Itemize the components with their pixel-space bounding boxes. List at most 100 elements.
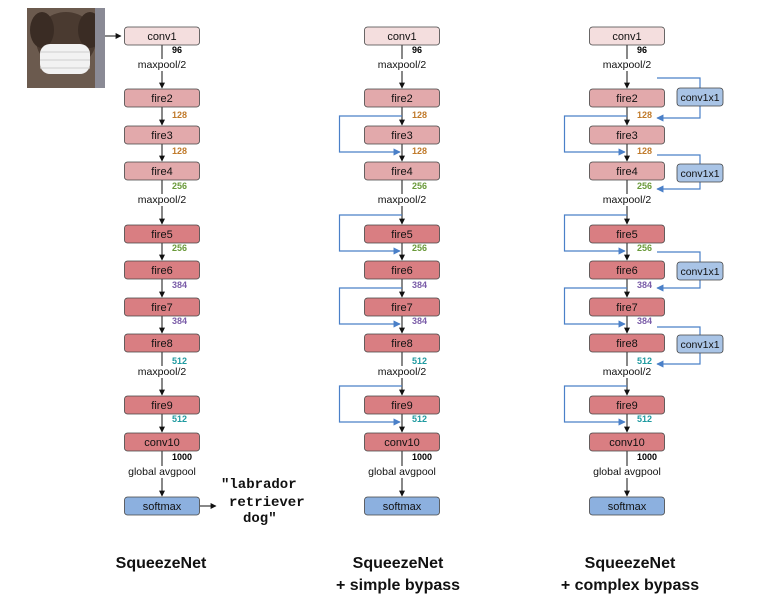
pool-label-bg [374,59,430,71]
block-conv1: conv1 [124,26,200,46]
block-rect [124,297,200,317]
block-softmax: softmax [364,496,440,516]
channel-label: 384 [412,280,427,290]
channel-label: 1000 [637,452,657,462]
pool-label: global avgpool [593,466,661,478]
block-label: fire5 [151,229,172,241]
conv1x1-label: conv1x1 [680,168,719,180]
block-rect [124,224,200,244]
pool-label: maxpool/2 [138,366,187,378]
caption-line: SqueezeNet [352,555,444,572]
block-conv10: conv10 [589,432,665,452]
channel-label: 384 [172,280,187,290]
channel-label: 128 [412,146,427,156]
block-label: fire6 [616,265,637,277]
complex-bypass-line [657,251,701,262]
simple-bypass-line [563,115,627,156]
block-label: softmax [143,501,182,513]
conv1x1-block: conv1x1 [676,163,724,183]
block-rect [589,125,665,145]
block-softmax: softmax [124,496,200,516]
block-rect [589,260,665,280]
pool-label-bg [118,466,206,478]
pool-label: maxpool/2 [603,194,652,206]
block-fire7: fire7 [364,297,440,317]
conv1x1-rect [676,261,724,281]
complex-bypass-line [657,154,701,164]
block-rect [124,432,200,452]
block-conv1: conv1 [589,26,665,46]
block-label: fire3 [391,130,412,142]
block-label: softmax [383,501,422,513]
block-conv10: conv10 [124,432,200,452]
caption-line: SqueezeNet [115,555,207,572]
simple-bypass-line [563,287,627,328]
pool-label-bg [134,194,190,206]
block-rect [364,125,440,145]
block-fire4: fire4 [589,161,665,181]
block-rect [589,432,665,452]
simple-bypass-line [338,214,402,255]
simple-bypass-line [338,115,402,156]
channel-label: 512 [412,356,427,366]
block-label: fire5 [616,229,637,241]
pool-label-bg [374,194,430,206]
complex-bypass-line [656,353,701,368]
channel-label: 96 [172,45,182,55]
block-fire4: fire4 [124,161,200,181]
channel-label: 128 [637,146,652,156]
block-label: fire7 [151,302,172,314]
output-label-line: dog" [243,511,277,527]
block-rect [364,297,440,317]
channel-label: 256 [172,243,187,253]
block-label: fire2 [391,93,412,105]
block-fire7: fire7 [589,297,665,317]
block-rect [124,125,200,145]
pool-label: maxpool/2 [603,366,652,378]
channel-label: 256 [172,181,187,191]
block-rect [589,161,665,181]
channel-label: 1000 [172,452,192,462]
channel-label: 256 [637,181,652,191]
pool-label: maxpool/2 [603,59,652,71]
block-rect [364,496,440,516]
block-fire9: fire9 [124,395,200,415]
block-fire8: fire8 [364,333,440,353]
complex-bypass-line [656,106,701,122]
block-fire2: fire2 [124,88,200,108]
block-label: fire8 [151,338,172,350]
block-label: fire4 [151,166,172,178]
conv1x1-rect [676,334,724,354]
block-fire4: fire4 [364,161,440,181]
conv1x1-rect [676,87,724,107]
block-fire9: fire9 [364,395,440,415]
channel-label: 128 [172,110,187,120]
block-rect [589,496,665,516]
simple-bypass-line [563,214,627,255]
channel-label: 512 [172,414,187,424]
block-fire8: fire8 [124,333,200,353]
block-conv1: conv1 [364,26,440,46]
block-label: fire5 [391,229,412,241]
pool-label-bg [583,466,671,478]
caption-squeezenet: SqueezeNet [41,553,281,575]
output-label-line: "labrador [221,477,297,493]
caption-line: + complex bypass [560,577,700,594]
block-softmax: softmax [589,496,665,516]
block-rect [589,333,665,353]
block-label: fire8 [391,338,412,350]
block-rect [364,88,440,108]
block-fire5: fire5 [364,224,440,244]
block-label: fire4 [616,166,637,178]
block-rect [589,297,665,317]
block-rect [364,224,440,244]
simple-bypass-line [338,287,402,328]
block-conv10: conv10 [364,432,440,452]
channel-label: 1000 [412,452,432,462]
block-label: conv10 [144,437,179,449]
pool-label-bg [599,194,655,206]
channel-label: 128 [412,110,427,120]
caption-line: + simple bypass [335,577,461,594]
block-rect [124,260,200,280]
